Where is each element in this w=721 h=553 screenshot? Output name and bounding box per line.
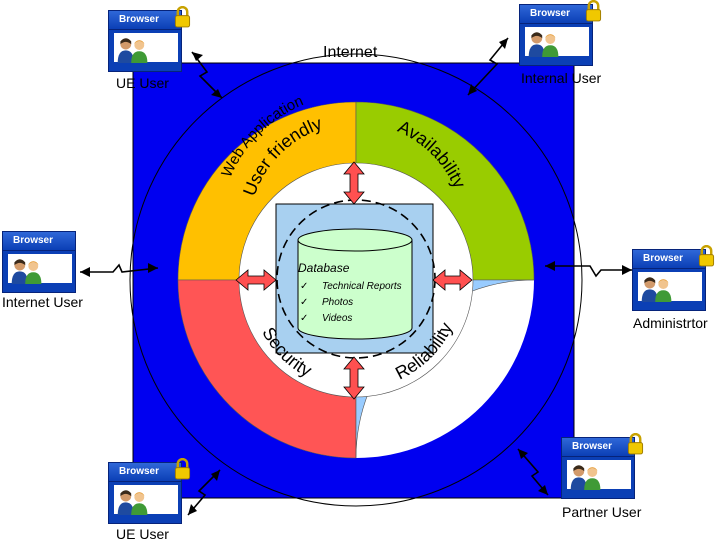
lock-icon [585,0,602,23]
internet-circle [129,53,583,507]
connector-top-right [467,37,509,96]
browser-title: Browser [632,249,706,269]
check-icon: ✓ [300,313,308,324]
client-label-top-right: Internal User [521,70,602,86]
double-arrow-icon [235,269,277,291]
lock-icon [174,6,191,29]
lock-icon [698,245,715,268]
double-arrow-icon [432,269,473,291]
connectors [80,37,632,516]
client-label-left: Internet User [2,294,83,310]
arrowhead-icon [622,265,632,275]
arrowhead-icon [80,267,90,277]
database-item: Videos [322,313,352,324]
browser-title: Browser [108,10,182,30]
connector-left [80,263,159,273]
people-icon [526,30,562,57]
client-label-bottom-right: Partner User [562,504,642,520]
client-label-top-left: UE User [116,75,169,91]
arrowhead-icon [192,52,203,61]
arrowhead-icon [518,449,528,459]
browser-title: Browser [561,437,635,457]
arrowhead-icon [499,38,508,49]
browser-window-top-right: Browser [519,4,593,66]
connector-top-left [191,51,223,99]
browser-window-right: Browser [632,249,706,311]
arrowhead-icon [545,261,555,271]
arrowhead-icon [468,84,477,95]
people-icon [568,463,604,490]
double-arrow-icon [343,161,365,205]
client-label-right: Administrtor [633,315,708,331]
double-arrow-icon [343,356,365,400]
client-label-bottom-left: UE User [116,526,169,542]
check-icon: ✓ [300,281,308,292]
connector-arrowheads [80,38,632,515]
arrowhead-icon [188,504,197,515]
connector-bottom-right [517,448,549,496]
database-label: Database [298,261,350,275]
browser-window-top-left: Browser [108,10,182,72]
database-item: Technical Reports [322,281,402,292]
browser-window-bottom-right: Browser [561,437,635,499]
internet-title: Internet [323,44,378,61]
arrowhead-icon [211,89,222,98]
people-icon [115,488,151,515]
people-icon [9,257,45,284]
check-icon: ✓ [300,297,308,308]
lock-icon [627,433,644,456]
browser-title: Browser [2,231,76,251]
arrowhead-icon [148,263,158,273]
people-icon [639,275,675,302]
database-cylinder-top [297,228,413,252]
connector-bottom-left [187,469,221,516]
browser-title: Browser [108,462,182,482]
people-icon [115,36,151,63]
connector-right [545,265,632,278]
arrowhead-icon [538,485,548,495]
browser-title: Browser [519,4,593,24]
lock-icon [174,458,191,481]
browser-window-bottom-left: Browser [108,462,182,524]
browser-window-left: Browser [2,231,76,293]
database-item: Photos [322,297,353,308]
database-cylinder [297,240,413,340]
arrowhead-icon [211,470,220,481]
